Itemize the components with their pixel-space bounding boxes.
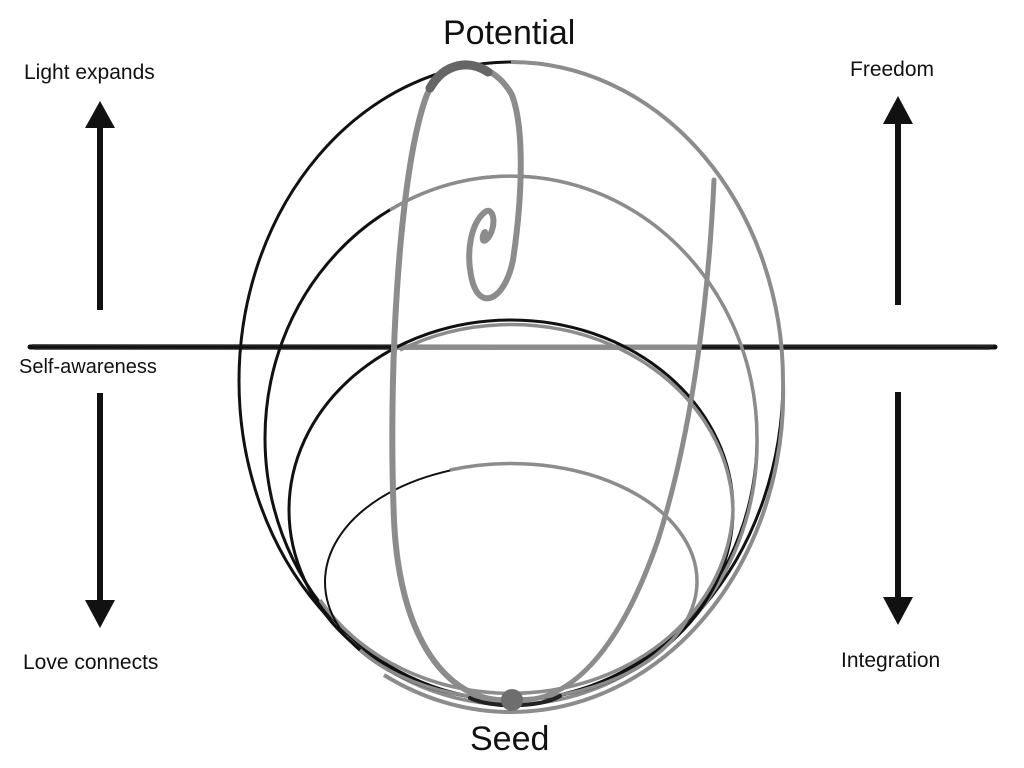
label-light-expands: Light expands bbox=[24, 61, 155, 84]
label-potential: Potential bbox=[443, 14, 576, 52]
growth-spiral bbox=[389, 60, 717, 708]
seed-dot bbox=[501, 689, 523, 711]
nested-ellipses bbox=[237, 60, 786, 714]
arrow-love-connects bbox=[85, 393, 115, 628]
arrow-freedom bbox=[883, 96, 913, 305]
label-freedom: Freedom bbox=[850, 58, 935, 81]
label-love-connects: Love connects bbox=[23, 651, 159, 674]
label-self-awareness: Self-awareness bbox=[19, 356, 157, 378]
label-seed: Seed bbox=[470, 720, 550, 758]
arrow-light-expands bbox=[85, 101, 115, 310]
horizon-line bbox=[27, 344, 998, 350]
arrow-integration bbox=[883, 392, 913, 625]
label-integration: Integration bbox=[841, 649, 941, 672]
